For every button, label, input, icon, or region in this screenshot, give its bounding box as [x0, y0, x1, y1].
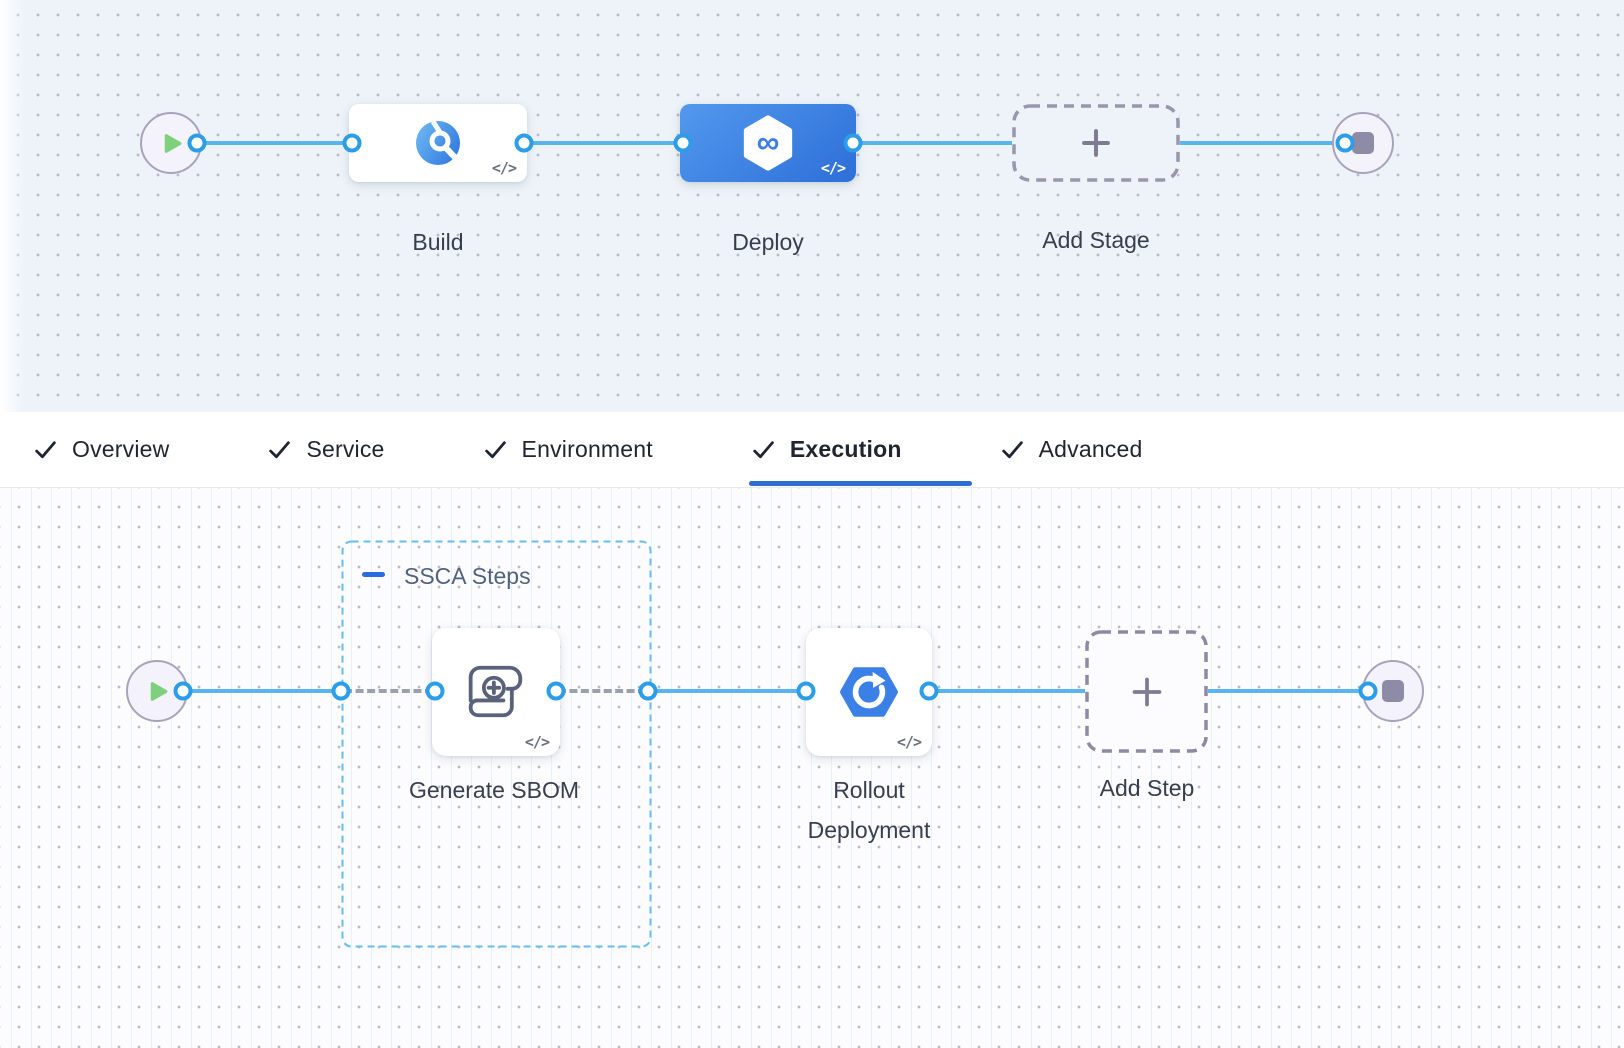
- connector-port[interactable]: [843, 133, 863, 153]
- connector-port[interactable]: [796, 681, 816, 701]
- connector-port[interactable]: [514, 133, 534, 153]
- connector-port[interactable]: [1335, 133, 1355, 153]
- connector-line-dashed: [344, 689, 433, 693]
- stop-icon: [1352, 132, 1374, 154]
- stage-card-build[interactable]: </>: [349, 104, 527, 182]
- connector-port[interactable]: [425, 681, 445, 701]
- step-label-generate-sbom: Generate SBOM: [408, 777, 580, 803]
- connector-port[interactable]: [673, 133, 693, 153]
- stage-label-add-stage: Add Stage: [1042, 227, 1150, 253]
- group-dashed-border: [341, 540, 652, 948]
- check-icon: [269, 441, 291, 459]
- group-label: SSCA Steps: [404, 563, 531, 589]
- collapse-group-button[interactable]: [362, 572, 385, 577]
- play-icon: [150, 681, 167, 701]
- connector-port[interactable]: [187, 133, 207, 153]
- connector-line: [524, 141, 683, 145]
- add-stage-button[interactable]: [1012, 104, 1180, 182]
- connector-line: [197, 141, 352, 145]
- tab-environment[interactable]: Environment: [483, 412, 653, 487]
- svg-text:∞: ∞: [757, 124, 780, 160]
- pipeline-end-node: [1332, 112, 1394, 174]
- tab-advanced[interactable]: Advanced: [1000, 412, 1143, 487]
- pipeline-start-node: [140, 112, 202, 174]
- tab-label: Execution: [789, 436, 902, 462]
- play-icon: [164, 133, 181, 153]
- tab-label: Environment: [521, 436, 653, 462]
- tab-label: Service: [306, 436, 385, 462]
- step-label-rollout-deployment: Rollout Deployment: [807, 777, 931, 843]
- stage-label-deploy: Deploy: [732, 229, 804, 255]
- stage-pipeline-canvas[interactable]: </> ∞ </> Build Deploy Add Stage: [0, 0, 1624, 412]
- connector-port[interactable]: [331, 681, 351, 701]
- add-step-button[interactable]: [1085, 630, 1208, 753]
- stage-label-build: Build: [412, 229, 464, 255]
- code-toggle[interactable]: </>: [820, 159, 846, 177]
- plus-icon: [1082, 129, 1110, 157]
- plus-icon: [1132, 677, 1161, 706]
- stage-card-deploy[interactable]: ∞ </>: [680, 104, 856, 182]
- stop-icon: [1382, 680, 1404, 702]
- connector-line: [648, 689, 806, 693]
- check-icon: [753, 441, 774, 459]
- dashed-border: [1085, 630, 1208, 753]
- execution-steps-canvas[interactable]: SSCA Steps </> </>: [0, 488, 1624, 1048]
- stage-detail-tab-bar: Overview Service Environment Execution A…: [0, 412, 1624, 488]
- tab-overview[interactable]: Overview: [33, 412, 169, 487]
- connector-port[interactable]: [919, 681, 939, 701]
- step-card-generate-sbom[interactable]: </>: [432, 628, 560, 756]
- tab-service[interactable]: Service: [267, 412, 384, 487]
- tab-execution[interactable]: Execution: [748, 412, 972, 487]
- check-icon: [35, 441, 56, 459]
- dashed-border: [1012, 104, 1180, 182]
- sbom-scroll-icon: [468, 665, 523, 718]
- build-stage-icon: [416, 120, 460, 165]
- code-toggle[interactable]: </>: [491, 159, 517, 177]
- connector-port[interactable]: [173, 681, 193, 701]
- tab-label: Advanced: [1038, 436, 1143, 462]
- code-toggle[interactable]: </>: [896, 733, 922, 751]
- check-icon: [1001, 441, 1023, 459]
- connector-port[interactable]: [546, 681, 566, 701]
- code-toggle[interactable]: </>: [524, 733, 550, 751]
- connector-line: [183, 689, 341, 693]
- connector-port[interactable]: [342, 133, 362, 153]
- step-label-add-step: Add Step: [1099, 775, 1195, 801]
- tab-label: Overview: [72, 436, 170, 462]
- step-group-ssca[interactable]: [341, 540, 652, 948]
- check-icon: [484, 441, 506, 459]
- deploy-stage-icon: ∞: [743, 115, 793, 171]
- connector-line-dashed: [558, 689, 646, 693]
- connector-port[interactable]: [1358, 681, 1378, 701]
- rollout-deployment-icon: [840, 667, 898, 717]
- step-card-rollout-deployment[interactable]: </>: [806, 628, 932, 756]
- connector-port[interactable]: [638, 681, 658, 701]
